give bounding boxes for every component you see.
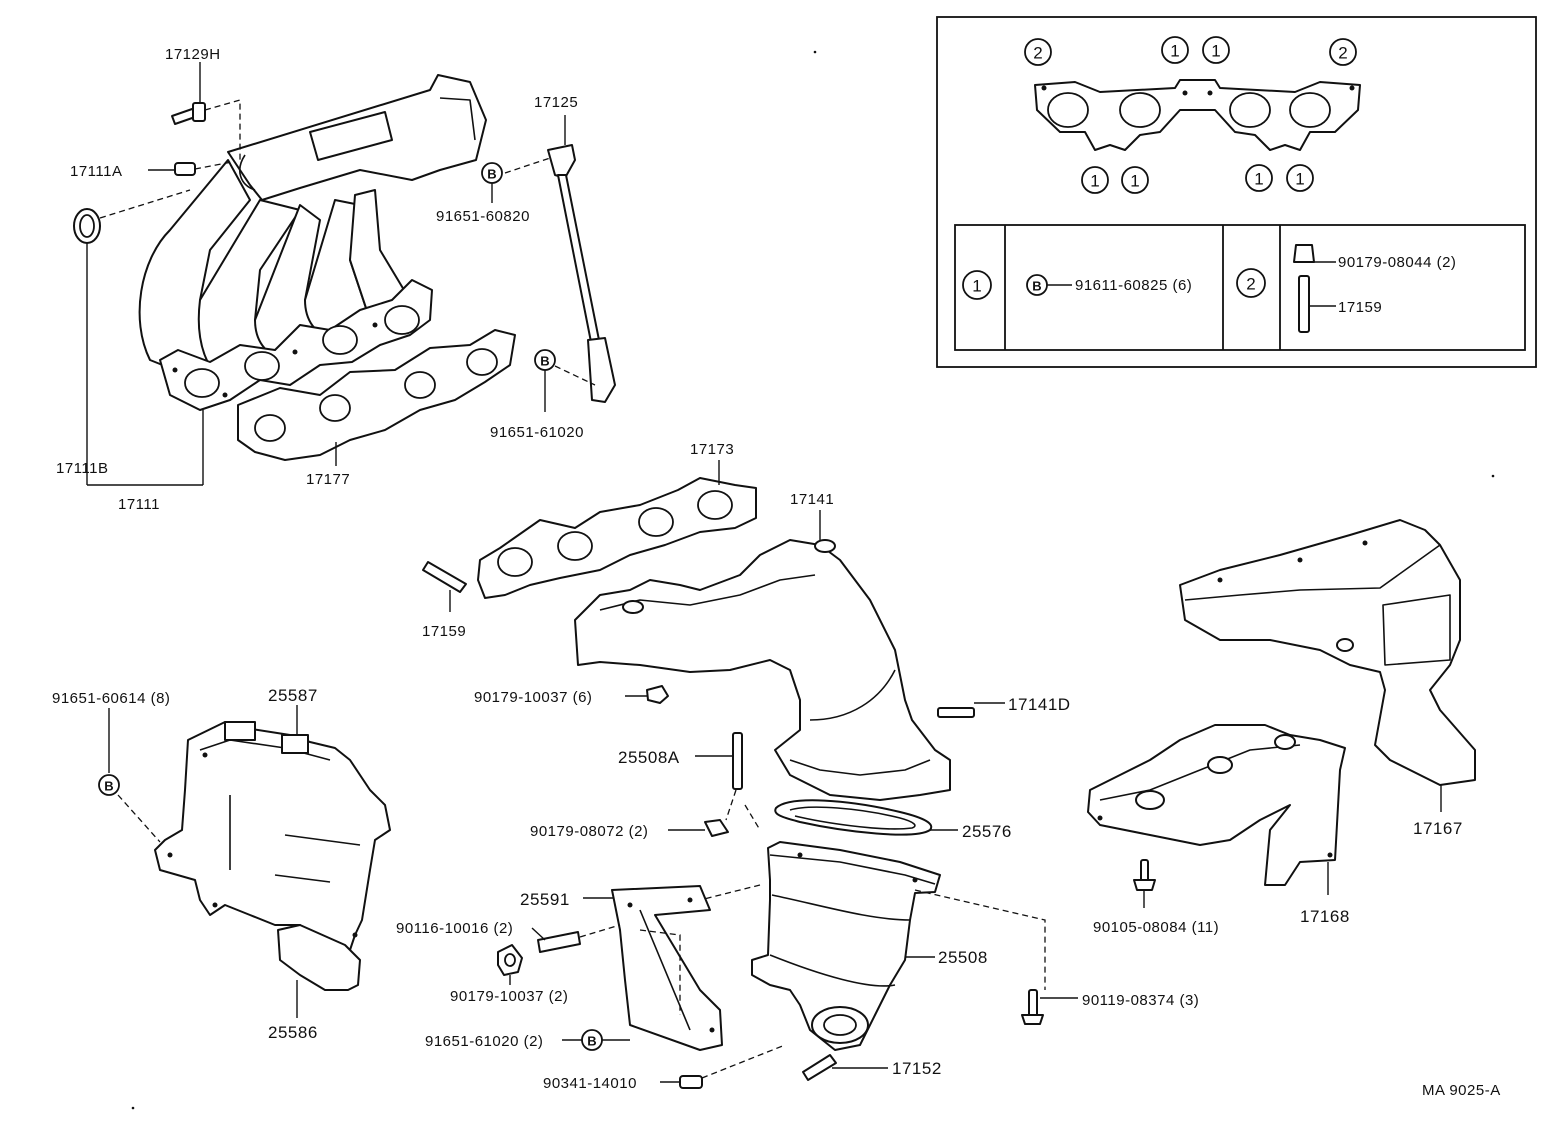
stay-17125: [504, 115, 616, 403]
label-17125: 17125: [534, 94, 578, 111]
label-17152: 17152: [892, 1059, 942, 1078]
inset-mark-1-bottom-c: 1: [1245, 164, 1273, 192]
svg-text:2: 2: [1246, 275, 1255, 294]
svg-text:1: 1: [1090, 172, 1099, 191]
inset-mark-2-left: 2: [1024, 38, 1052, 66]
intake-manifold-17111: [138, 74, 487, 411]
bolt-90105-08084: [1133, 859, 1156, 908]
bolt-icon: B: [1032, 279, 1041, 294]
label-90119-08374: 90119-08374 (3): [1082, 992, 1199, 1009]
label-91651-60820: 91651-60820: [436, 208, 530, 225]
inset-mark-1-top-b: 1: [1202, 36, 1230, 64]
label-91651-61020-top: 91651-61020: [490, 424, 584, 441]
svg-text:2: 2: [1338, 44, 1347, 63]
label-17129H: 17129H: [165, 46, 221, 63]
label-25591: 25591: [520, 890, 570, 909]
label-90105-08084: 90105-08084 (11): [1093, 919, 1219, 936]
label-17111: 17111: [118, 496, 160, 513]
sensor-17129H: [171, 62, 241, 160]
legend-nut-icon: [1293, 244, 1336, 263]
stud-17141D: [937, 702, 1005, 718]
bolt-callout-91651-61020-2: B: [562, 1029, 630, 1051]
svg-text:1: 1: [1295, 170, 1304, 189]
gasket-ring-25576: [744, 799, 958, 836]
catalog-code: MA 9025-A: [1422, 1082, 1501, 1099]
legend-part-90179-08044: 90179-08044 (2): [1338, 254, 1456, 271]
svg-text:1: 1: [1130, 172, 1139, 191]
svg-text:1: 1: [1211, 42, 1220, 61]
label-17168: 17168: [1300, 907, 1350, 926]
inset-mark-1-bottom-d: 1: [1286, 164, 1314, 192]
heat-insulator-17167: [1179, 519, 1476, 812]
heat-insulator-25587: [154, 705, 391, 951]
label-25587: 25587: [268, 686, 318, 705]
legend-part-91611-60825: 91611-60825 (6): [1075, 277, 1192, 294]
label-25508A: 25508A: [618, 748, 680, 767]
bolt-icon: B: [587, 1034, 596, 1049]
label-90116-10016: 90116-10016 (2): [396, 920, 513, 937]
stud-17152: [802, 1054, 888, 1081]
label-17141: 17141: [790, 491, 834, 508]
ring-17111B: [73, 189, 204, 486]
inset-gasket-legend: 2 1 1 2 1 1 1 1: [936, 16, 1537, 368]
bolt-callout-91651-60614: B: [98, 708, 161, 843]
label-17111A: 17111A: [70, 163, 123, 180]
label-17167: 17167: [1413, 819, 1463, 838]
bolt-callout-91651-61020-top: B: [534, 349, 556, 412]
label-25586: 25586: [268, 1023, 318, 1042]
label-17159: 17159: [422, 623, 466, 640]
label-90179-10037-2: 90179-10037 (2): [450, 988, 568, 1005]
exhaust-gasket-17173: [477, 460, 757, 599]
inset-mark-2-right: 2: [1329, 38, 1357, 66]
stud-90116-10016: [531, 924, 621, 953]
stud-25508A: [695, 732, 743, 821]
bracket-25591: [583, 885, 723, 1051]
nut-90179-10037-6: [625, 685, 669, 704]
heat-insulator-25586: [277, 924, 361, 1018]
inset-mark-1-top-a: 1: [1161, 36, 1189, 64]
nut-90179-08072: [668, 819, 729, 837]
legend-mark-2: 2: [1236, 268, 1266, 298]
plug-17111A: [148, 161, 233, 176]
label-25576: 25576: [962, 822, 1012, 841]
label-17173: 17173: [690, 441, 734, 458]
label-17111B: 17111B: [56, 460, 109, 477]
label-91651-61020-2: 91651-61020 (2): [425, 1033, 543, 1050]
svg-text:1: 1: [972, 277, 981, 296]
bolt-icon: B: [104, 779, 113, 794]
label-90179-08072: 90179-08072 (2): [530, 823, 648, 840]
bolt-90119-08374: [1021, 989, 1078, 1025]
stud-17159: [422, 561, 467, 612]
legend-part-17159: 17159: [1338, 299, 1382, 316]
exhaust-manifold-17141: [574, 510, 951, 801]
label-25508: 25508: [938, 948, 988, 967]
bolt-icon: B: [487, 167, 496, 182]
nut-90179-10037-2: [497, 944, 523, 985]
svg-text:1: 1: [1254, 170, 1263, 189]
label-90179-10037-6: 90179-10037 (6): [474, 689, 592, 706]
legend-stud-icon: [1298, 275, 1336, 333]
svg-text:2: 2: [1033, 44, 1042, 63]
bolt-icon: B: [540, 354, 549, 369]
inset-mark-1-bottom-b: 1: [1121, 166, 1149, 194]
label-17177: 17177: [306, 471, 350, 488]
label-17141D: 17141D: [1008, 695, 1071, 714]
bolt-callout-91651-60820: B: [481, 162, 503, 203]
label-90341-14010: 90341-14010: [543, 1075, 637, 1092]
svg-text:1: 1: [1170, 42, 1179, 61]
label-91651-60614: 91651-60614 (8): [52, 690, 170, 707]
legend-mark-1: 1: [962, 270, 992, 300]
plug-90341-14010: [660, 1044, 786, 1089]
heat-insulator-17168: [1087, 724, 1346, 895]
intake-gasket-17177: [237, 329, 516, 466]
legend-bolt-b: B: [1026, 274, 1072, 296]
inset-mark-1-bottom-a: 1: [1081, 166, 1109, 194]
